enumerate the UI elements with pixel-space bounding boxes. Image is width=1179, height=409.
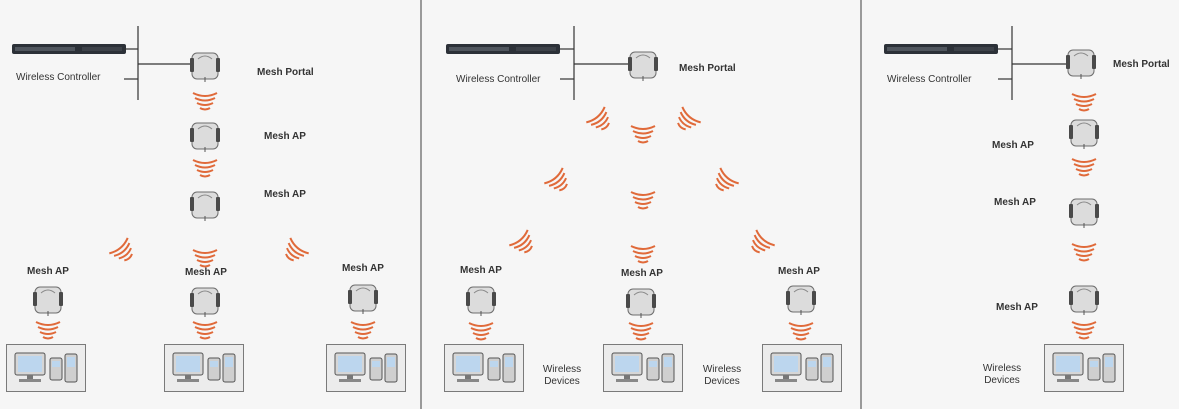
mesh-ap-2a [466, 281, 496, 317]
wireless-devices-icon [762, 344, 842, 392]
mesh-ap-label: Mesh AP [264, 131, 306, 142]
wireless-devices-icon [603, 344, 683, 392]
signal-icon [543, 167, 573, 194]
wireless-devices-icon [6, 344, 86, 392]
wireless-devices-label: Wireless Devices [702, 364, 742, 387]
wireless-controller-label: Wireless Controller [16, 72, 101, 83]
wireless-controller-3 [884, 44, 998, 54]
mesh-ap-1d [190, 282, 220, 318]
signal-icon [190, 244, 220, 270]
mesh-ap-1b [190, 186, 220, 222]
mesh-ap-label: Mesh AP [992, 140, 1034, 151]
mesh-ap-label: Mesh AP [185, 267, 227, 278]
signal-icon [348, 316, 378, 342]
signal-icon [746, 229, 776, 256]
panel-divider-1 [420, 0, 422, 409]
wireless-devices-icon [444, 344, 524, 392]
signal-icon [33, 316, 63, 342]
mesh-portal-label: Mesh Portal [257, 67, 314, 78]
wireless-controller-label: Wireless Controller [887, 74, 972, 85]
mesh-ap-2b [626, 283, 656, 319]
mesh-ap-label: Mesh AP [621, 268, 663, 279]
mesh-ap-label: Mesh AP [778, 266, 820, 277]
signal-icon [628, 240, 658, 266]
wireless-devices-icon [164, 344, 244, 392]
signal-icon [466, 317, 496, 343]
mesh-ap-label: Mesh AP [460, 265, 502, 276]
mesh-ap-2c [786, 280, 816, 316]
controller-link-3 [998, 26, 1068, 100]
signal-icon [190, 316, 220, 342]
signal-icon [710, 167, 740, 194]
signal-icon [628, 186, 658, 212]
signal-icon [1069, 316, 1099, 342]
signal-icon [280, 237, 310, 264]
wireless-devices-label: Wireless Devices [542, 364, 582, 387]
wireless-controller-label: Wireless Controller [456, 74, 541, 85]
signal-icon [672, 106, 702, 133]
mesh-ap-1c [33, 281, 63, 317]
mesh-portal-1 [190, 47, 220, 83]
mesh-portal-label: Mesh Portal [1113, 59, 1170, 70]
signal-icon [190, 154, 220, 180]
signal-icon [1069, 153, 1099, 179]
signal-icon [108, 237, 138, 264]
mesh-portal-2 [628, 46, 658, 82]
signal-icon [626, 317, 656, 343]
wireless-devices-label: Wireless Devices [982, 363, 1022, 386]
mesh-ap-label: Mesh AP [342, 263, 384, 274]
controller-link-1 [124, 26, 194, 100]
mesh-portal-label: Mesh Portal [679, 63, 736, 74]
mesh-ap-3b [1069, 193, 1099, 229]
wireless-controller-1 [12, 44, 126, 54]
mesh-ap-3c [1069, 280, 1099, 316]
mesh-ap-label: Mesh AP [994, 197, 1036, 208]
controller-link-2 [560, 26, 630, 100]
signal-icon [628, 120, 658, 146]
signal-icon [585, 106, 615, 133]
signal-icon [1069, 238, 1099, 264]
mesh-portal-3 [1066, 44, 1096, 80]
mesh-ap-label: Mesh AP [27, 266, 69, 277]
wireless-devices-icon [326, 344, 406, 392]
mesh-ap-1e [348, 279, 378, 315]
mesh-ap-label: Mesh AP [996, 302, 1038, 313]
mesh-ap-3a [1069, 114, 1099, 150]
wireless-devices-icon [1044, 344, 1124, 392]
wireless-controller-2 [446, 44, 560, 54]
signal-icon [786, 317, 816, 343]
panel-divider-2 [860, 0, 862, 409]
signal-icon [508, 229, 538, 256]
mesh-ap-1a [190, 117, 220, 153]
mesh-ap-label: Mesh AP [264, 189, 306, 200]
signal-icon [1069, 88, 1099, 114]
signal-icon [190, 87, 220, 113]
panel-3 [862, 0, 1179, 409]
